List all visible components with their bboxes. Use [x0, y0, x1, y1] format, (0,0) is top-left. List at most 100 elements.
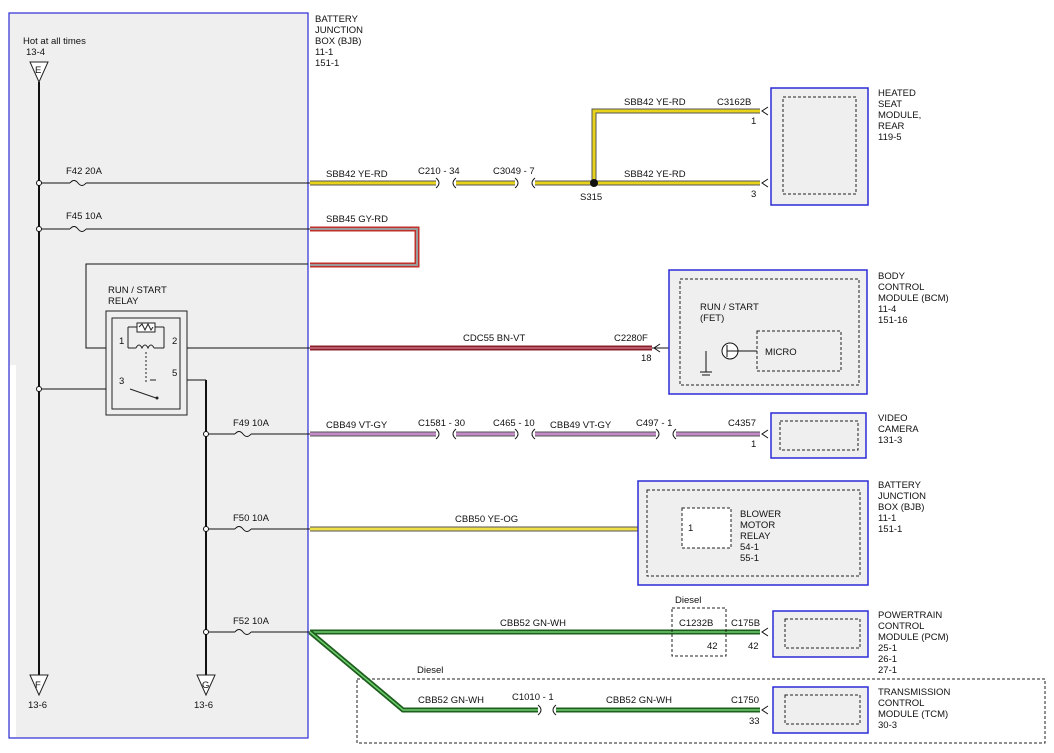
wire-cbb49 [310, 428, 769, 440]
bjb2-name-3: BOX (BJB) [878, 502, 924, 513]
tcm-name-1: TRANSMISSION [878, 687, 950, 698]
label-c3162b: C3162B [717, 97, 751, 108]
label-cbb49-b: CBB49 VT-GY [550, 420, 612, 431]
svg-text:F42 20A: F42 20A [66, 166, 103, 177]
fuse-f50: F50 10A [203, 513, 310, 532]
bjb2-ref-2: 151-1 [878, 524, 902, 535]
wire-sbb45 [310, 226, 420, 268]
pcm-ref-3: 27-1 [878, 665, 897, 676]
label-cbb49-a: CBB49 VT-GY [326, 420, 388, 431]
label-s315: S315 [580, 192, 602, 203]
bcm-name-2: CONTROL [878, 282, 924, 293]
label-c1010: C1010 - 1 [512, 692, 554, 703]
label-sbb42-top: SBB42 YE-RD [624, 97, 686, 108]
bcm-inner-1: RUN / START [700, 302, 759, 313]
label-pin1-cam: 1 [751, 439, 756, 450]
bcm-name-3: MODULE (BCM) [878, 293, 949, 304]
wire-cbb52-tcm [308, 630, 769, 716]
label-c175b: C175B [731, 618, 760, 629]
heated-seat-name-1: HEATED [878, 88, 916, 99]
bjb-ref-2: 151-1 [315, 58, 339, 69]
pcm-ref-1: 25-1 [878, 643, 897, 654]
svg-text:2: 2 [172, 336, 177, 347]
fuse-f49: F49 10A [203, 418, 310, 437]
connector-f-ref: 13-6 [28, 700, 47, 711]
pcm-module [772, 610, 869, 658]
label-cbb52-tcm-b: CBB52 GN-WH [606, 695, 672, 706]
bjb2-relay-3: RELAY [740, 531, 771, 542]
tcm-ref: 30-3 [878, 720, 897, 731]
svg-text:1: 1 [119, 336, 124, 347]
label-pin42b: 42 [748, 641, 759, 652]
svg-text:3: 3 [119, 376, 124, 387]
bjb2-relay-2: MOTOR [740, 520, 775, 531]
bcm-module [668, 269, 868, 395]
label-cbb52-pcm: CBB52 GN-WH [500, 618, 566, 629]
label-c2280f: C2280F [614, 333, 648, 344]
tcm-name-3: MODULE (TCM) [878, 709, 948, 720]
heated-seat-module [770, 87, 869, 206]
label-c1750: C1750 [731, 695, 759, 706]
label-cbb52-tcm-a: CBB52 GN-WH [418, 695, 484, 706]
bcm-ref-2: 151-16 [878, 315, 908, 326]
svg-text:F45 10A: F45 10A [66, 211, 103, 222]
bjb2-relay-pin: 1 [688, 523, 693, 534]
bjb-title-3: BOX (BJB) [315, 36, 361, 47]
diesel-region [356, 678, 1046, 744]
run-start-relay: 1 2 3 5 [105, 310, 188, 416]
label-sbb42: SBB42 YE-RD [326, 169, 388, 180]
wire-sbb42 [310, 108, 760, 189]
pcm-name-1: POWERTRAIN [878, 610, 942, 621]
label-cbb50: CBB50 YE-OG [455, 514, 518, 525]
svg-text:G: G [202, 680, 209, 691]
bjb-title-1: BATTERY [315, 14, 359, 25]
label-sbb45: SBB45 GY-RD [326, 214, 388, 225]
tcm-module [772, 686, 869, 734]
bjb2-module [637, 480, 869, 586]
label-c210: C210 - 34 [418, 166, 460, 177]
bjb-title-2: JUNCTION [315, 25, 363, 36]
fuse-f42: F42 20A [36, 166, 310, 186]
label-c3049: C3049 - 7 [493, 166, 535, 177]
bjb2-ref-1: 11-1 [878, 513, 896, 524]
relay-title-1: RUN / START [108, 285, 167, 296]
bjb2-name-2: JUNCTION [878, 491, 926, 502]
label-pin1-top: 1 [751, 116, 756, 127]
heated-seat-name-4: REAR [878, 121, 905, 132]
label-pin33: 33 [749, 716, 760, 727]
wire-cbb52-pcm [310, 627, 769, 637]
tcm-name-2: CONTROL [878, 698, 924, 709]
pcm-name-3: MODULE (PCM) [878, 632, 949, 643]
camera-name-2: CAMERA [878, 424, 919, 435]
label-pin3: 3 [751, 189, 756, 200]
pcm-name-2: CONTROL [878, 621, 924, 632]
bcm-micro: MICRO [765, 347, 797, 358]
svg-text:F50 10A: F50 10A [233, 513, 270, 524]
relay-title-2: RELAY [108, 296, 139, 307]
bjb2-relay-ref-1: 54-1 [740, 542, 759, 553]
camera-ref: 131-3 [878, 435, 902, 446]
heated-seat-ref: 119-5 [878, 132, 902, 143]
label-c4357: C4357 [728, 418, 756, 429]
fuse-f52: F52 10A [203, 616, 310, 635]
label-pin18: 18 [641, 353, 652, 364]
label-diesel-top: Diesel [675, 595, 701, 606]
bcm-inner-2: (FET) [700, 313, 724, 324]
connector-f: F [29, 674, 49, 697]
connector-e: E [29, 61, 49, 84]
svg-text:F: F [35, 680, 41, 691]
heated-seat-name-2: SEAT [878, 99, 902, 110]
svg-text:F49 10A: F49 10A [233, 418, 270, 429]
hot-ref: 13-4 [26, 47, 45, 58]
label-diesel-bottom: Diesel [417, 665, 443, 676]
connector-g-ref: 13-6 [194, 700, 213, 711]
bjb2-name-1: BATTERY [878, 480, 922, 491]
bjb-ref-1: 11-1 [315, 47, 333, 58]
fuse-f45: F45 10A [36, 211, 310, 232]
label-c1581: C1581 - 30 [418, 418, 465, 429]
svg-text:5: 5 [172, 368, 177, 379]
label-c1232b: C1232B [679, 618, 713, 629]
label-c497: C497 - 1 [636, 418, 672, 429]
bjb2-relay-ref-2: 55-1 [740, 553, 759, 564]
